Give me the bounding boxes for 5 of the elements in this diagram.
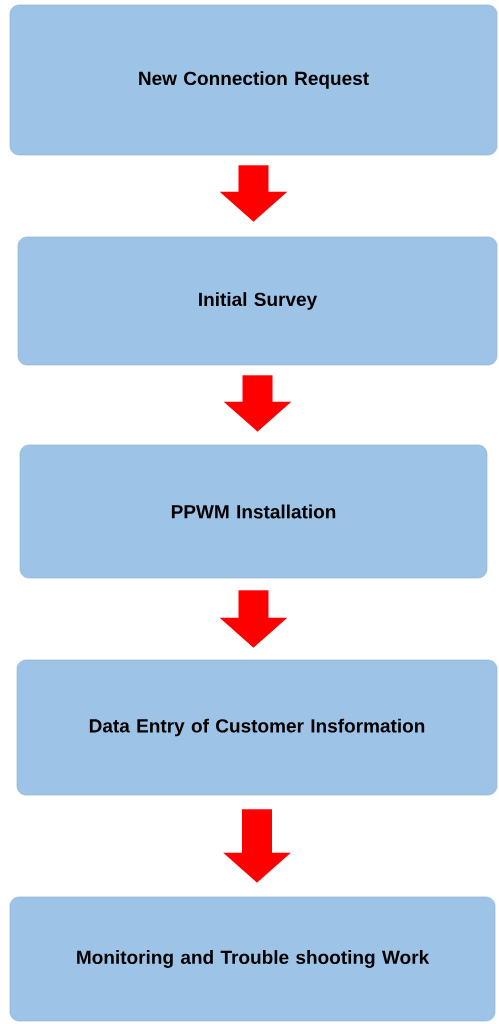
process-box: Data Entry of Customer Insformation (16, 659, 498, 796)
process-box: New Connection Request (9, 4, 498, 156)
process-box: Initial Survey (17, 236, 498, 366)
process-box: Monitoring and Trouble shooting Work (9, 896, 496, 1022)
process-box: PPWM Installation (19, 444, 488, 579)
